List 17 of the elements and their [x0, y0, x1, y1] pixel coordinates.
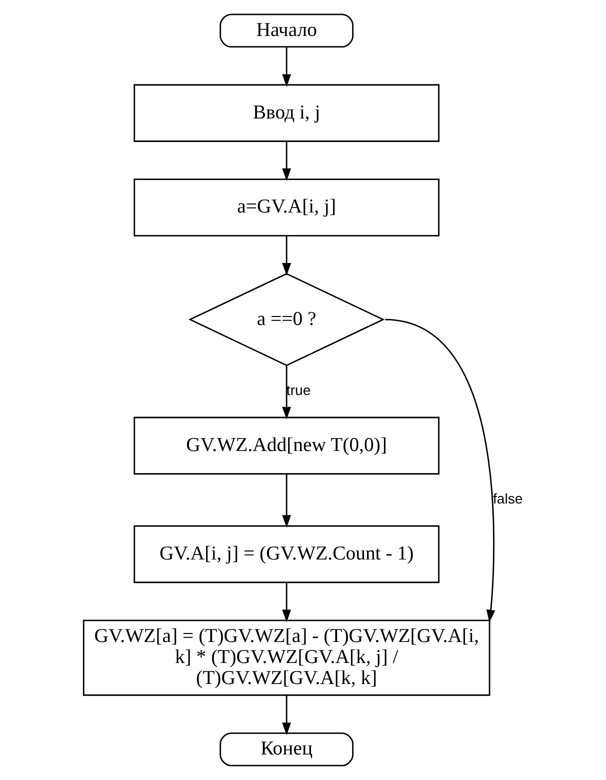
node-box: Конец: [219, 732, 354, 766]
node-box: GV.WZ[a] = (T)GV.WZ[a] - (T)GV.WZ[GV.A[i, k] * (T)GV.WZ[GV.A[k, j] / (T)GV.WZ[GV.A[k, k]: [82, 620, 490, 696]
node-box: a=GV.A[i, j]: [133, 178, 439, 236]
arrow: [282, 47, 291, 87]
arrow: [282, 141, 291, 182]
arrow: [282, 582, 291, 622]
node-box: Ввод i, j: [133, 84, 439, 142]
arrow: [282, 474, 291, 528]
node-box: Начало: [219, 14, 354, 48]
arrow: [282, 365, 291, 420]
node-box: GV.A[i, j] = (GV.WZ.Count - 1): [133, 525, 439, 584]
arrow: [282, 695, 291, 736]
node-diamond: a ==0 ?: [188, 272, 384, 366]
arrow: [384, 318, 495, 623]
node-box: GV.WZ.Add[new T(0,0)]: [133, 416, 439, 475]
arrow: [282, 236, 291, 276]
edge-label: false: [492, 490, 522, 506]
